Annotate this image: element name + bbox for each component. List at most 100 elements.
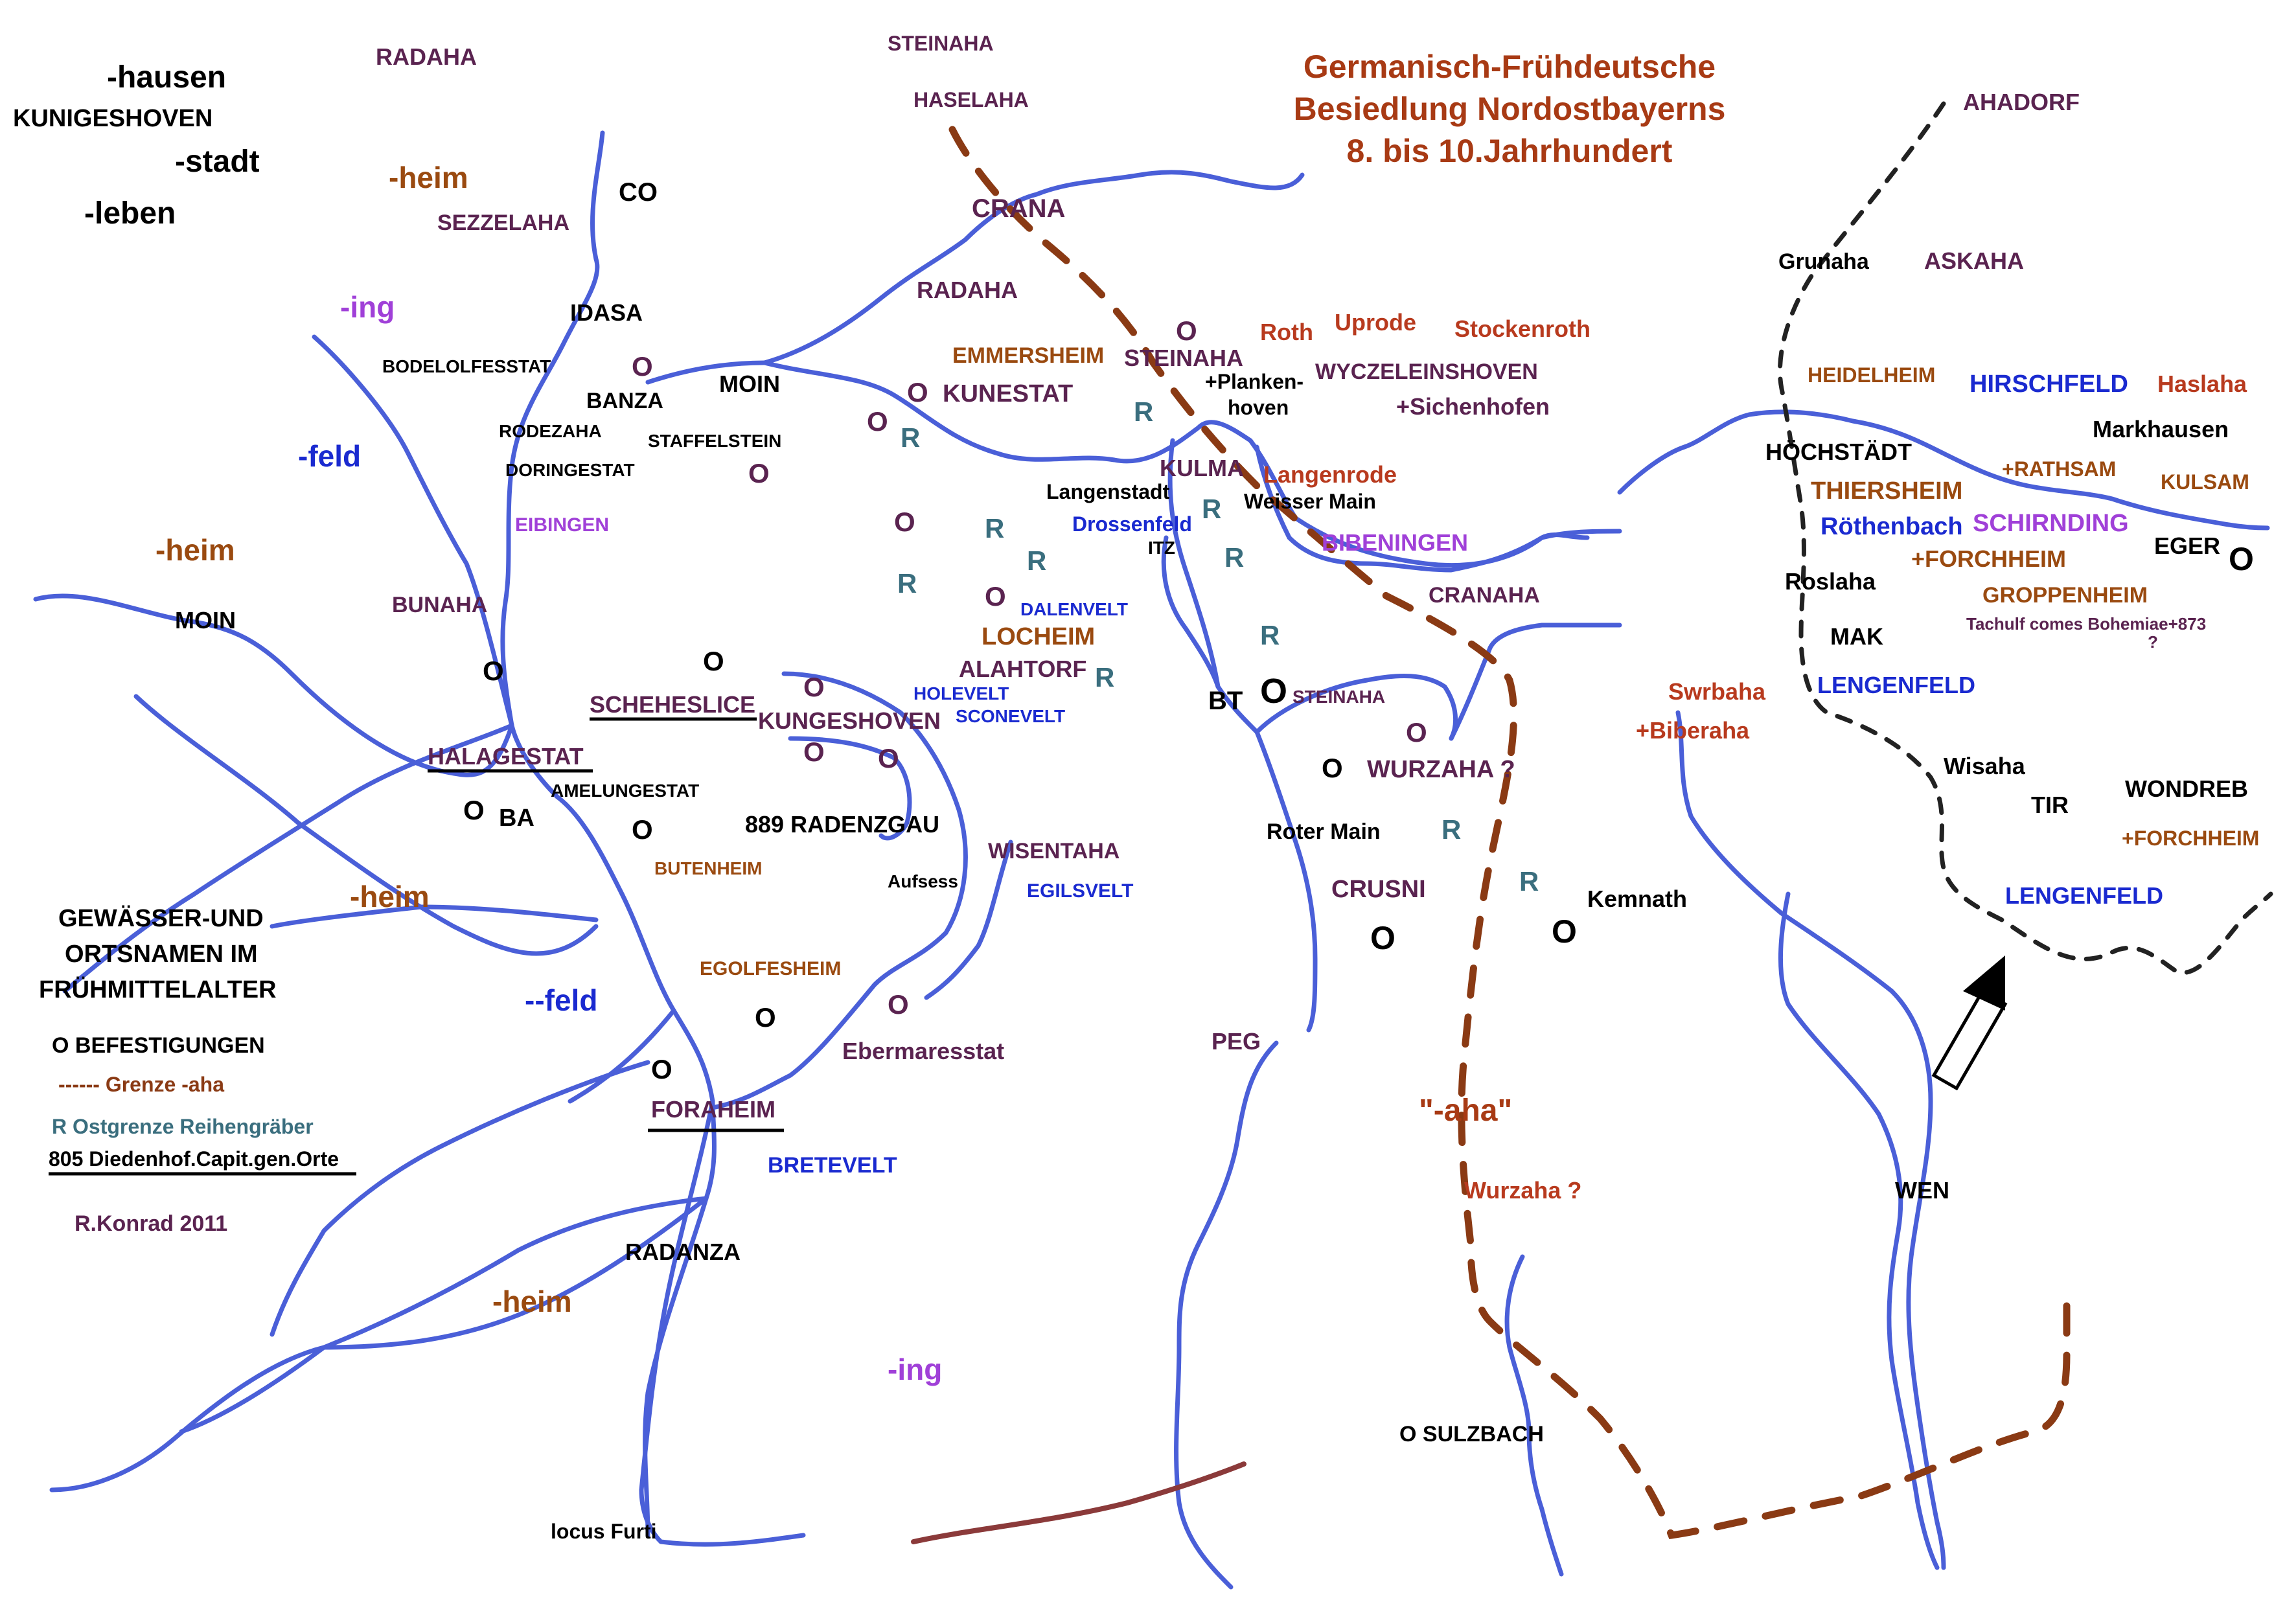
place-swrbaha: Swrbaha	[1668, 678, 1766, 705]
place-haslaha: Haslaha	[2157, 371, 2247, 397]
legend-aha-border: ------ Grenze -aha	[58, 1073, 224, 1096]
fort-marker: O	[2229, 541, 2254, 577]
place-kungeshoven: KUNGESHOVEN	[758, 707, 941, 734]
place-itz: ITZ	[1148, 538, 1175, 558]
place-mak: MAK	[1830, 623, 1883, 650]
fort-marker: O	[1176, 315, 1197, 346]
river-network	[33, 130, 2270, 1590]
river-main-bayreuth	[1254, 673, 1458, 741]
title-line-3: 8. bis 10.Jahrhundert	[1347, 133, 1673, 169]
place-stockenroth: Stockenroth	[1454, 315, 1591, 342]
place-plankenhoven-2: hoven	[1228, 396, 1289, 419]
river-main-upper	[509, 723, 717, 1538]
river-cranaha	[1449, 623, 1622, 741]
place-locus-furti: locus Furti	[551, 1520, 657, 1543]
place-egolfesheim: EGOLFESHEIM	[700, 958, 841, 979]
south-red-line	[911, 1461, 1246, 1544]
place-alahtorf: ALAHTORF	[959, 656, 1086, 682]
reihengrab-marker: R	[985, 513, 1004, 543]
place-hirschfeld: HIRSCHFELD	[1970, 371, 2128, 398]
place-tachulf-q: ?	[2148, 632, 2158, 652]
map-legend: GEWÄSSER-UND ORTSNAMEN IM FRÜHMITTELALTE…	[39, 904, 356, 1236]
place-steinaha-n: STEINAHA	[888, 32, 994, 55]
place-bt: BT	[1208, 687, 1243, 715]
place-butenheim: BUTENHEIM	[654, 858, 762, 878]
fort-marker: O	[985, 581, 1006, 612]
reihengrab-marker: R	[1519, 866, 1539, 897]
place-grunaha: Grunaha	[1778, 249, 1870, 274]
place-askaha: ASKAHA	[1924, 247, 2024, 274]
legend-heading-3: FRÜHMITTELALTER	[39, 976, 277, 1003]
legend-fortifications: O BEFESTIGUNGEN	[52, 1033, 265, 1058]
reihengrab-marker: R	[1202, 494, 1221, 524]
place-crana: CRANA	[972, 194, 1065, 223]
river-vils	[1675, 710, 1946, 1570]
fort-marker: O	[888, 989, 909, 1020]
fort-marker: O	[907, 377, 928, 407]
reihengrab-marker: R	[901, 422, 920, 453]
place-doringestat: DORINGESTAT	[505, 460, 635, 480]
place-bodelolfesstat: BODELOLFESSTAT	[382, 356, 551, 376]
region-labels: -heim -ing -feld -heim -heim --feld -hei…	[155, 161, 1512, 1386]
fort-marker: O	[703, 646, 724, 676]
legend-heading-2: ORTSNAMEN IM	[65, 941, 258, 968]
place-roter-main: Roter Main	[1267, 819, 1381, 844]
place-plankenhoven-1: +Planken-	[1205, 370, 1304, 393]
place-crusni: CRUSNI	[1331, 876, 1426, 903]
reihengrab-marker: R	[1441, 814, 1461, 845]
place-weisser-main: Weisser Main	[1244, 490, 1376, 513]
river-naab	[1504, 1254, 1564, 1577]
place-ahadorf: AHADORF	[1963, 89, 2080, 115]
title-line-1: Germanisch-Frühdeutsche	[1304, 49, 1716, 85]
fort-marker: O	[878, 743, 899, 773]
place-bretevelt: BRETEVELT	[768, 1153, 897, 1178]
place-kulma: KULMA	[1160, 455, 1244, 481]
place-radaha-n: RADAHA	[917, 277, 1018, 303]
place-langenrode: Langenrode	[1263, 461, 1397, 488]
place-steinaha-3: STEINAHA	[1292, 687, 1385, 707]
river-main-west	[62, 723, 514, 994]
place-scheheslice: SCHEHESLICE	[590, 691, 755, 718]
region-aha: "-aha"	[1419, 1093, 1512, 1128]
fort-marker: O	[483, 656, 504, 686]
river-fichtelnaab	[1778, 891, 1940, 1570]
place-rathsam: +RATHSAM	[2002, 457, 2116, 481]
place-langenstadt: Langenstadt	[1046, 480, 1170, 503]
river-itz-west	[33, 593, 514, 777]
place-radenzgau: 889 RADENZGAU	[745, 811, 939, 838]
place-co: CO	[619, 178, 658, 207]
river-lower	[639, 1099, 806, 1547]
place-hochstadt: HÖCHSTÄDT	[1765, 439, 1912, 465]
river-moin-north	[762, 170, 1305, 365]
suffix-legend: -hausen KUNIGESHOVEN -stadt -leben	[13, 60, 260, 231]
fort-marker: O	[463, 795, 485, 825]
place-wondreb: WONDREB	[2125, 775, 2248, 802]
place-emmersheim: EMMERSHEIM	[952, 343, 1104, 368]
fort-marker: O	[803, 672, 825, 702]
fort-marker: O	[632, 351, 653, 382]
reihengrab-marker: R	[1134, 396, 1153, 427]
place-idasa: IDASA	[570, 299, 643, 326]
place-ba: BA	[499, 805, 534, 832]
place-staffelstein: STAFFELSTEIN	[648, 431, 781, 451]
title-line-2: Besiedlung Nordostbayerns	[1294, 91, 1726, 127]
legend-heading-1: GEWÄSSER-UND	[58, 904, 264, 932]
river-weisser-main	[1167, 438, 1221, 689]
river-itz	[1161, 535, 1259, 735]
river-rodach	[312, 334, 514, 728]
river-bunaha	[500, 130, 605, 728]
river-sw-3	[49, 1196, 709, 1492]
place-egilsvelt: EGILSVELT	[1027, 880, 1133, 902]
place-wurzaha-2: Wurzaha ?	[1464, 1177, 1581, 1204]
place-roth: Roth	[1260, 319, 1313, 345]
fort-marker: O	[1322, 753, 1343, 783]
place-sconevelt: SCONEVELT	[956, 706, 1065, 726]
suffix-hausen: -hausen	[107, 60, 226, 95]
place-biberaha: +Biberaha	[1636, 717, 1750, 744]
place-uprode: Uprode	[1335, 309, 1416, 336]
fort-marker: O	[894, 507, 915, 537]
river-wiesent	[710, 671, 968, 1110]
place-steinaha-2: STEINAHA	[1124, 345, 1243, 371]
place-wen: WEN	[1895, 1177, 1949, 1204]
